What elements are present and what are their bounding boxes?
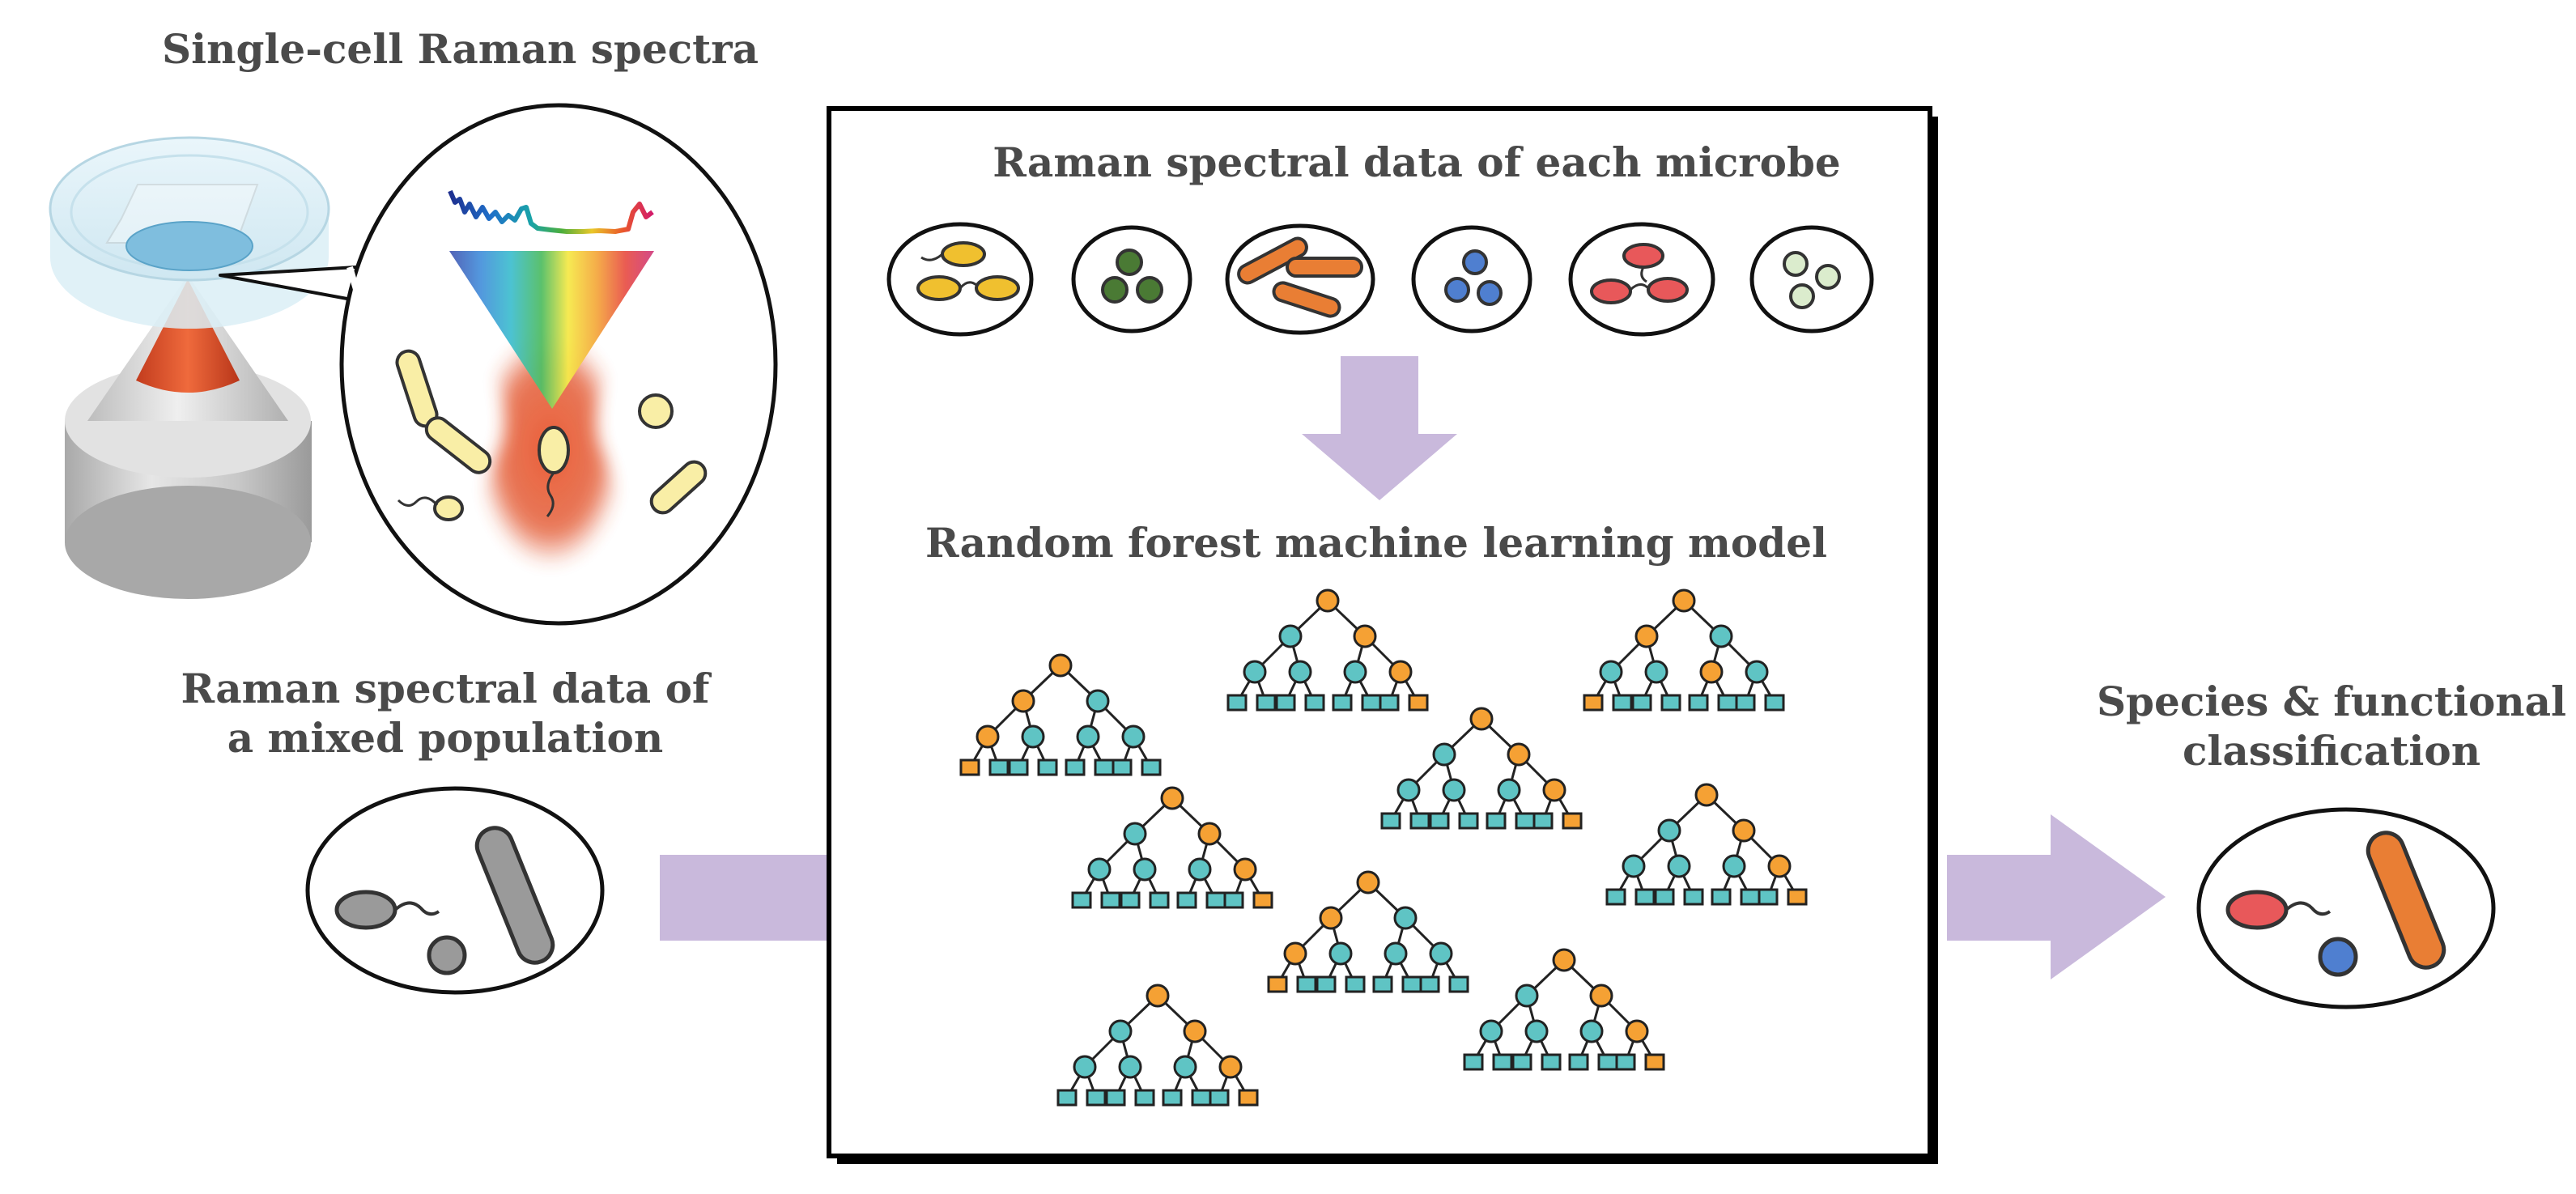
mixed-title-line-2: a mixed population: [227, 714, 664, 762]
microscope-objective-icon: [65, 275, 312, 599]
single-cell-raman-title: Single-cell Raman spectra: [162, 25, 759, 73]
sample-dish-icon: [49, 136, 330, 329]
microbe-group-4: [1411, 225, 1532, 334]
mixed-population-cells: [305, 786, 605, 995]
mixed-population-title: Raman spectral data of a mixed populatio…: [105, 664, 785, 763]
decision-tree-icon: [1380, 707, 1583, 830]
microbe-group-6: [1749, 225, 1874, 334]
decision-tree-icon: [1226, 589, 1429, 712]
classification-title-line-1: Species & functional: [2096, 678, 2567, 725]
classified-cells: [2196, 807, 2496, 1009]
raman-spectrum-icon: [448, 189, 654, 234]
mixed-title-line-1: Raman spectral data of: [181, 665, 710, 712]
cells-in-bubble: [395, 349, 708, 521]
random-forest: [959, 589, 1808, 1107]
arrow-model-to-classification: [1947, 814, 2166, 979]
decision-tree-icon: [1605, 783, 1808, 906]
classification-title-line-2: classification: [2182, 727, 2481, 775]
decision-tree-icon: [1583, 589, 1785, 712]
decision-tree-icon: [1056, 984, 1259, 1107]
random-forest-title: Random forest machine learning model: [925, 519, 1828, 567]
microbe-group-5: [1568, 222, 1715, 337]
decision-tree-icon: [959, 653, 1162, 776]
microbe-group-2: [1071, 225, 1192, 334]
decision-tree-icon: [1463, 948, 1665, 1071]
decision-tree-icon: [1071, 786, 1273, 909]
decision-tree-icon: [1267, 870, 1469, 993]
each-microbe-title: Raman spectral data of each microbe: [993, 138, 1841, 186]
arrow-down: [1302, 356, 1457, 500]
microbe-group-1: [886, 222, 1034, 337]
microbe-group-3: [1225, 223, 1375, 335]
classification-title: Species & functional classification: [2089, 677, 2574, 775]
arrow-mixed-to-model: [660, 855, 827, 941]
